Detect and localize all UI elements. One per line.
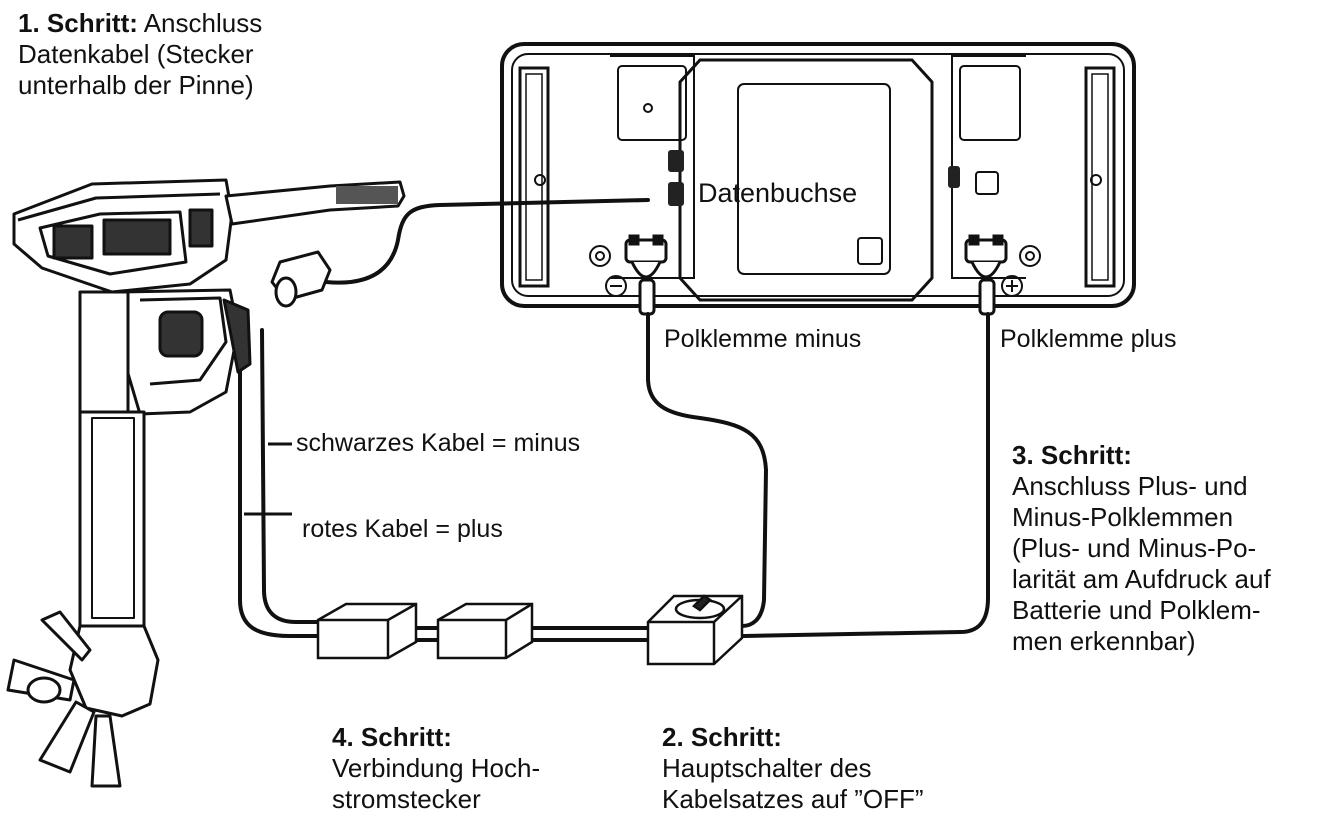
step-3-label: 3. Schritt: Anschluss Plus- und Minus-Po… bbox=[1012, 440, 1271, 657]
step-2-line-1: Hauptschalter des bbox=[662, 753, 872, 783]
step-2-line-2: Kabelsatzes auf ”OFF” bbox=[662, 784, 924, 814]
step-1-label: 1. Schritt: Anschluss Datenkabel (Stecke… bbox=[18, 8, 262, 101]
step-1-heading: 1. Schritt: bbox=[18, 8, 138, 38]
step-1-line-1: Anschluss bbox=[143, 8, 263, 38]
step-3-line-3: (Plus- und Minus-Po- bbox=[1012, 533, 1257, 563]
red-cable-label: rotes Kabel = plus bbox=[302, 515, 503, 543]
connector-1 bbox=[316, 602, 418, 660]
step-3-heading: 3. Schritt: bbox=[1012, 440, 1132, 470]
outboard-motor bbox=[6, 178, 406, 788]
leader-lines bbox=[244, 442, 292, 516]
clamp-plus bbox=[964, 234, 1008, 316]
cables bbox=[238, 198, 990, 642]
main-switch bbox=[646, 594, 744, 666]
step-4-line-1: Verbindung Hoch- bbox=[332, 753, 541, 783]
clamp-minus bbox=[624, 234, 668, 316]
step-3-line-6: men erkennbar) bbox=[1012, 626, 1196, 656]
step-4-heading: 4. Schritt: bbox=[332, 722, 452, 752]
step-3-line-4: larität am Aufdruck auf bbox=[1012, 564, 1271, 594]
step-3-line-2: Minus-Polklemmen bbox=[1012, 502, 1234, 532]
step-2-heading: 2. Schritt: bbox=[662, 722, 782, 752]
step-1-line-3: unterhalb der Pinne) bbox=[18, 70, 254, 100]
step-2-label: 2. Schritt: Hauptschalter des Kabelsatze… bbox=[662, 722, 924, 815]
terminal-minus-label: Polklemme minus bbox=[664, 325, 862, 353]
connector-2 bbox=[436, 602, 534, 660]
step-4-line-2: stromstecker bbox=[332, 784, 481, 814]
step-1-line-2: Datenkabel (Stecker bbox=[18, 39, 254, 69]
step-3-line-1: Anschluss Plus- und bbox=[1012, 471, 1248, 501]
step-4-label: 4. Schritt: Verbindung Hoch- stromstecke… bbox=[332, 722, 540, 815]
black-cable-label: schwarzes Kabel = minus bbox=[296, 429, 581, 457]
data-socket-label: Datenbuchse bbox=[698, 178, 858, 208]
terminal-plus-label: Polklemme plus bbox=[1000, 325, 1177, 353]
battery bbox=[500, 42, 1136, 308]
step-3-line-5: Batterie und Polklem- bbox=[1012, 595, 1261, 625]
